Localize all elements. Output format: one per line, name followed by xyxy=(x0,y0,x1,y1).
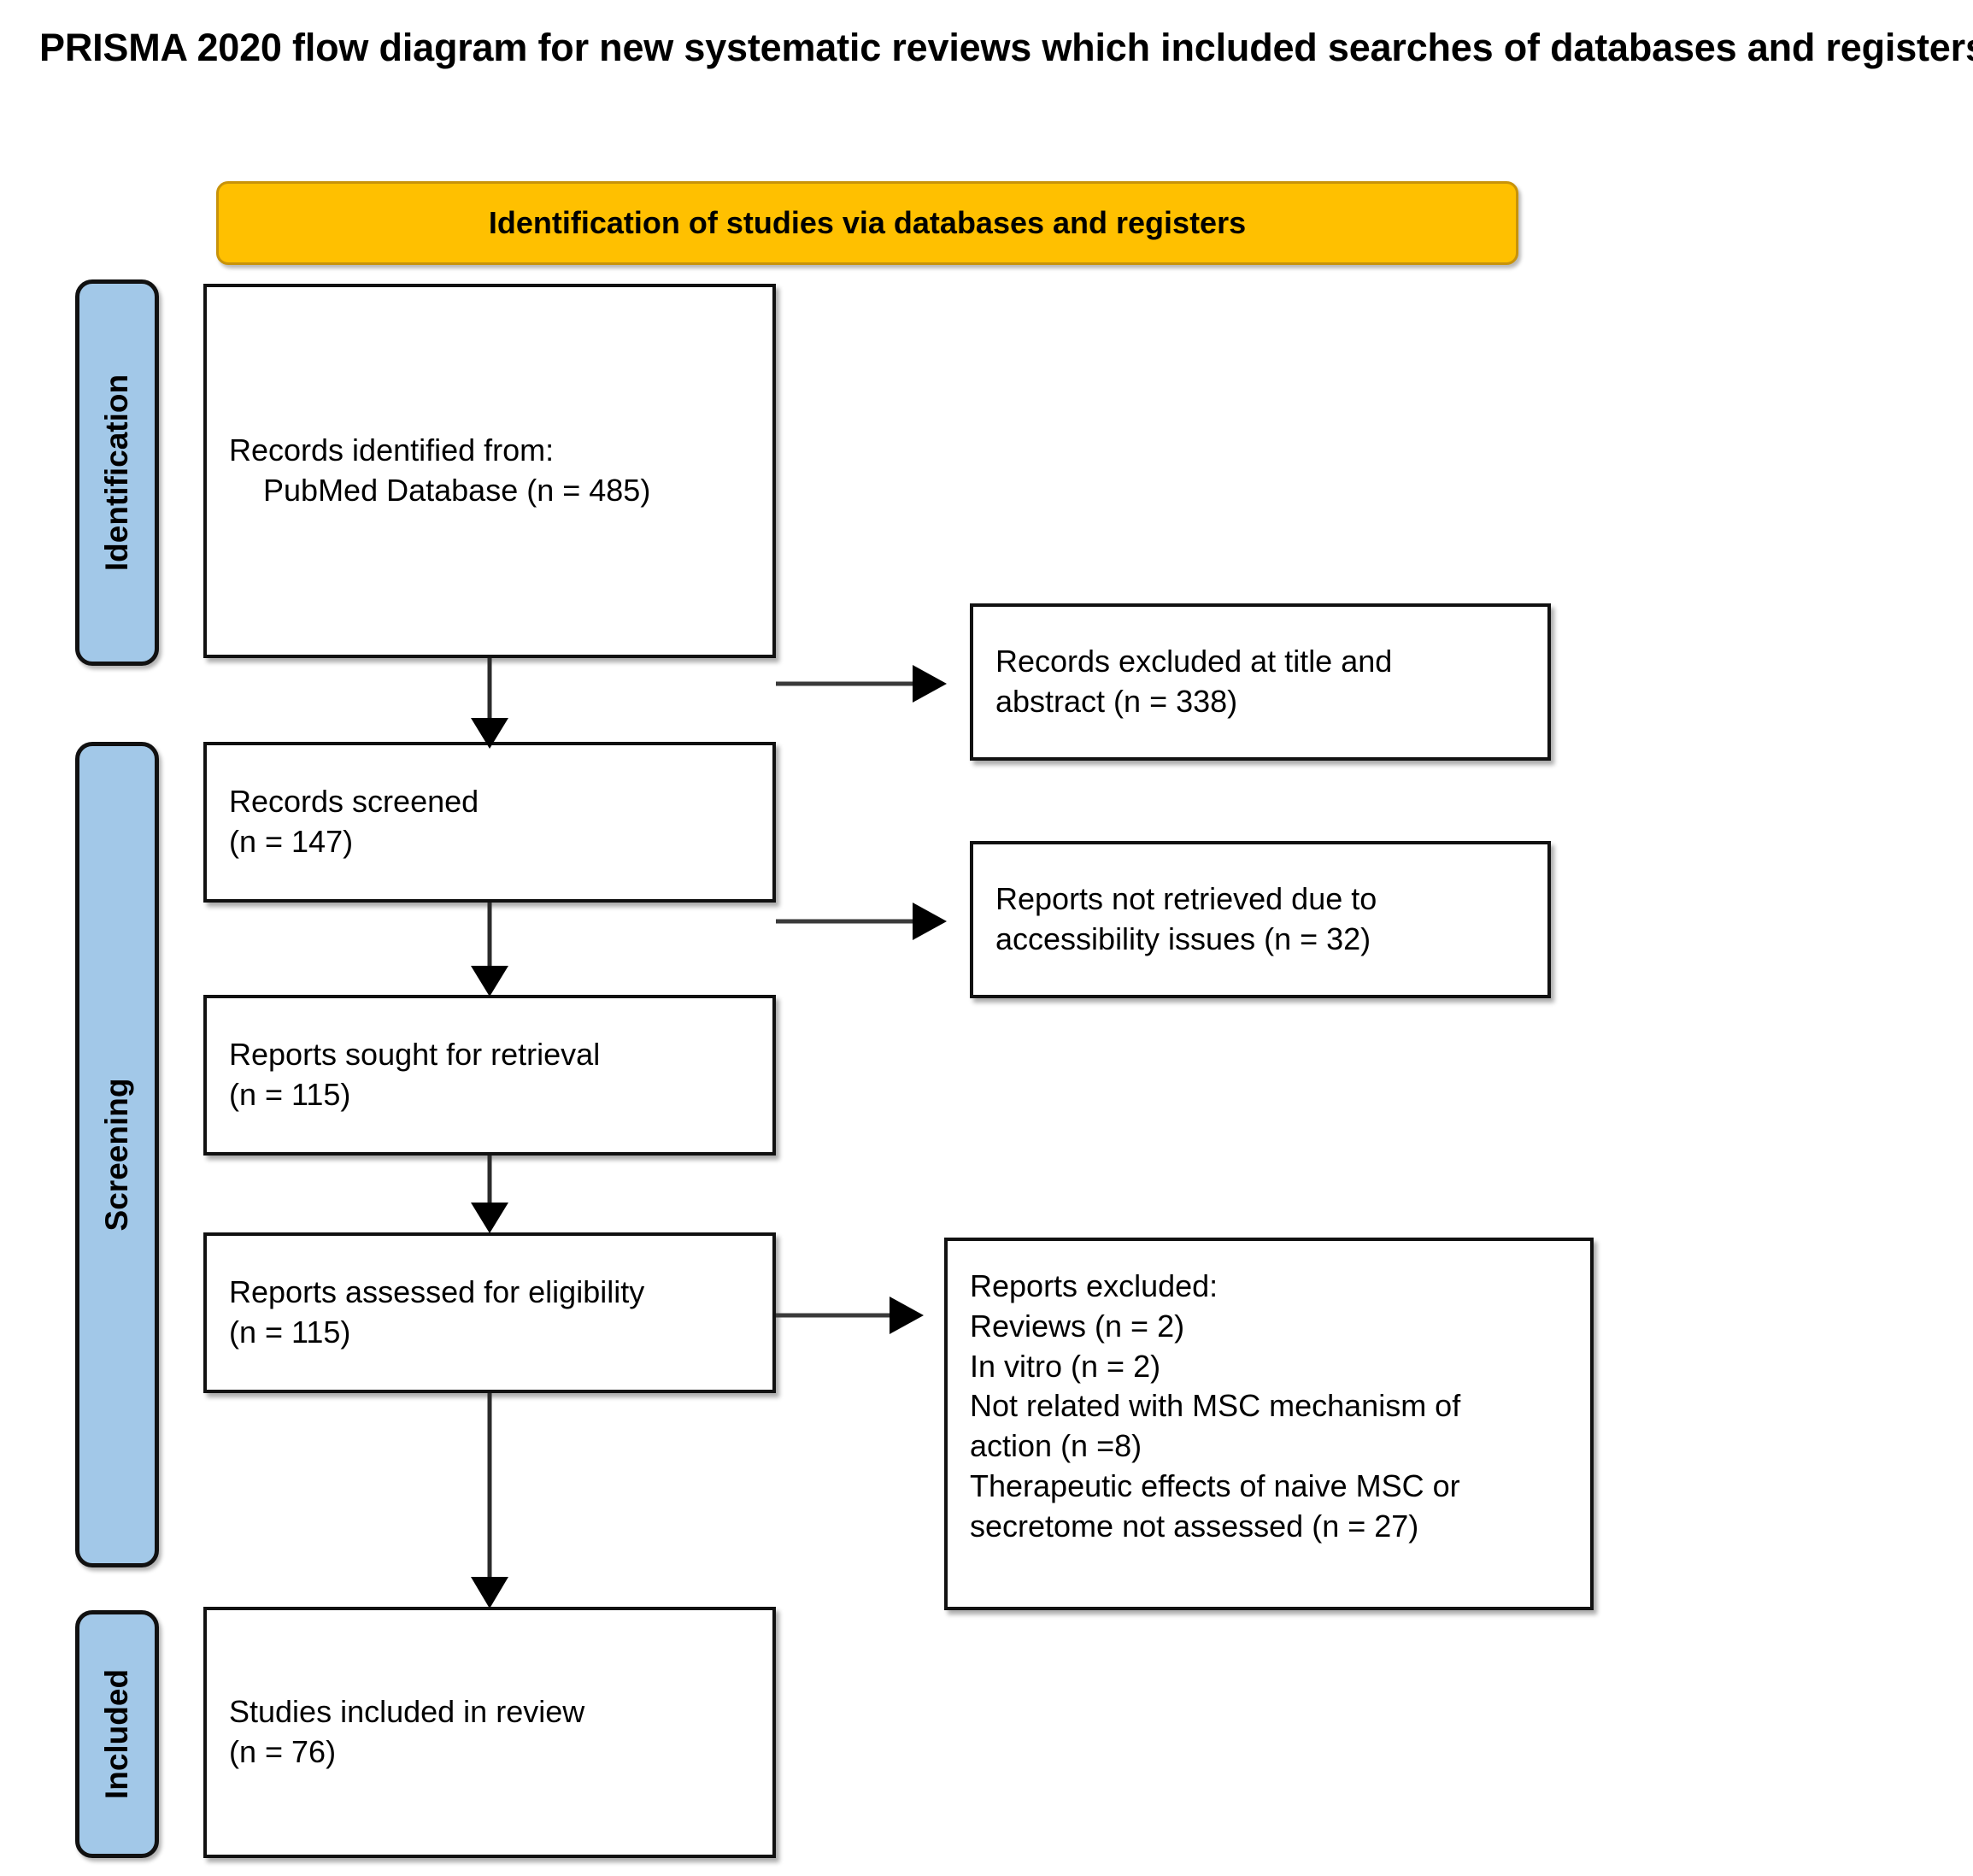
phase-sidebar-identification: Identification xyxy=(75,279,159,666)
node-reports-sought-text: Reports sought for retrieval (n = 115) xyxy=(229,1037,601,1112)
node-reports-assessed-text: Reports assessed for eligibility (n = 11… xyxy=(229,1274,645,1350)
node-records-screened-text: Records screened (n = 147) xyxy=(229,784,479,859)
node-studies-included-text: Studies included in review (n = 76) xyxy=(229,1694,585,1769)
stage-banner-label: Identification of studies via databases … xyxy=(488,205,1247,240)
phase-label-included: Included xyxy=(99,1668,134,1800)
identification-stage-banner: Identification of studies via databases … xyxy=(216,181,1518,265)
phase-label-screening: Screening xyxy=(99,1078,134,1232)
phase-label-identification: Identification xyxy=(99,373,134,572)
node-reports-assessed-for-eligibility: Reports assessed for eligibility (n = 11… xyxy=(203,1232,776,1393)
node-reports-not-retrieved-text: Reports not retrieved due to accessibili… xyxy=(995,881,1377,956)
node-studies-included-in-review: Studies included in review (n = 76) xyxy=(203,1607,776,1858)
node-reports-excluded-text: Reports excluded: Reviews (n = 2) In vit… xyxy=(970,1268,1461,1544)
node-records-excluded-title-abstract-text: Records excluded at title and abstract (… xyxy=(995,644,1393,719)
phase-sidebar-screening: Screening xyxy=(75,742,159,1567)
node-records-identified: Records identified from: PubMed Database… xyxy=(203,284,776,658)
node-records-identified-text: Records identified from: PubMed Database… xyxy=(229,432,651,508)
phase-sidebar-included: Included xyxy=(75,1610,159,1858)
node-reports-not-retrieved: Reports not retrieved due to accessibili… xyxy=(970,841,1551,998)
node-records-excluded-title-abstract: Records excluded at title and abstract (… xyxy=(970,603,1551,761)
node-reports-excluded: Reports excluded: Reviews (n = 2) In vit… xyxy=(944,1238,1594,1610)
node-records-screened: Records screened (n = 147) xyxy=(203,742,776,903)
page-title: PRISMA 2020 flow diagram for new systema… xyxy=(39,26,1973,69)
node-reports-sought-for-retrieval: Reports sought for retrieval (n = 115) xyxy=(203,995,776,1156)
